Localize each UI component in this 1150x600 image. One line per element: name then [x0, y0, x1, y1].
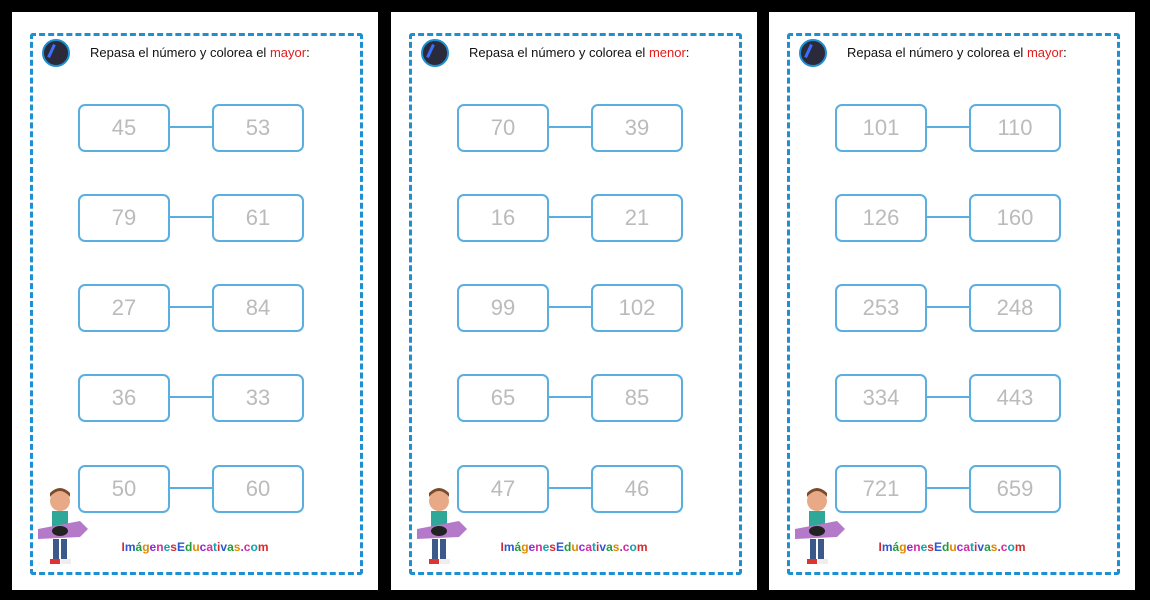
number-pair: 253 248 [835, 284, 1061, 332]
number-box-left[interactable]: 126 [835, 194, 927, 242]
number-pair: 70 39 [457, 104, 683, 152]
dashed-border [787, 33, 1120, 575]
number-pair: 334 443 [835, 374, 1061, 422]
number-box-right[interactable]: 85 [591, 374, 683, 422]
instruction-title: Repasa el número y colorea el mayor: [847, 45, 1067, 60]
worksheet-page: Repasa el número y colorea el mayor: 101… [769, 12, 1135, 590]
title-keyword: mayor [1026, 45, 1064, 60]
connector-line [548, 306, 591, 308]
number-pair: 27 84 [78, 284, 304, 332]
child-with-crayon-illustration [795, 487, 845, 567]
number-box-right[interactable]: 46 [591, 465, 683, 513]
logo-icon [421, 39, 449, 67]
number-box-left[interactable]: 47 [457, 465, 549, 513]
connector-line [169, 487, 212, 489]
number-box-right[interactable]: 53 [212, 104, 304, 152]
number-box-right[interactable]: 102 [591, 284, 683, 332]
number-pair: 99 102 [457, 284, 683, 332]
connector-line [926, 126, 969, 128]
connector-line [548, 487, 591, 489]
connector-line [548, 216, 591, 218]
dashed-border [409, 33, 742, 575]
connector-line [926, 216, 969, 218]
number-box-left[interactable]: 16 [457, 194, 549, 242]
connector-line [926, 396, 969, 398]
connector-line [926, 306, 969, 308]
child-with-crayon-illustration [417, 487, 467, 567]
logo-icon [799, 39, 827, 67]
number-box-right[interactable]: 39 [591, 104, 683, 152]
number-pair: 36 33 [78, 374, 304, 422]
title-keyword: mayor [269, 45, 307, 60]
worksheet-page: Repasa el número y colorea el menor: 70 … [391, 12, 757, 590]
number-box-left[interactable]: 79 [78, 194, 170, 242]
logo-icon [42, 39, 70, 67]
connector-line [169, 216, 212, 218]
number-box-right[interactable]: 33 [212, 374, 304, 422]
connector-line [926, 487, 969, 489]
number-pair: 47 46 [457, 465, 683, 513]
number-pair: 79 61 [78, 194, 304, 242]
number-box-left[interactable]: 101 [835, 104, 927, 152]
number-box-right[interactable]: 84 [212, 284, 304, 332]
number-pair: 16 21 [457, 194, 683, 242]
instruction-title: Repasa el número y colorea el mayor: [90, 45, 310, 60]
number-box-left[interactable]: 27 [78, 284, 170, 332]
number-box-right[interactable]: 61 [212, 194, 304, 242]
number-box-left[interactable]: 253 [835, 284, 927, 332]
number-box-right[interactable]: 21 [591, 194, 683, 242]
number-box-left[interactable]: 334 [835, 374, 927, 422]
number-box-left[interactable]: 36 [78, 374, 170, 422]
number-box-right[interactable]: 60 [212, 465, 304, 513]
number-pair: 65 85 [457, 374, 683, 422]
number-pair: 45 53 [78, 104, 304, 152]
number-pair: 101 110 [835, 104, 1061, 152]
connector-line [548, 126, 591, 128]
worksheet-page: Repasa el número y colorea el mayor: 45 … [12, 12, 378, 590]
number-box-right[interactable]: 443 [969, 374, 1061, 422]
number-box-left[interactable]: 99 [457, 284, 549, 332]
number-box-left[interactable]: 721 [835, 465, 927, 513]
instruction-title: Repasa el número y colorea el menor: [469, 45, 690, 60]
number-box-left[interactable]: 65 [457, 374, 549, 422]
title-keyword: menor [648, 45, 686, 60]
number-pair: 721 659 [835, 465, 1061, 513]
footer-brand: ImágenesEducativas.com [500, 540, 648, 554]
number-box-right[interactable]: 160 [969, 194, 1061, 242]
connector-line [548, 396, 591, 398]
number-box-right[interactable]: 659 [969, 465, 1061, 513]
footer-brand: ImágenesEducativas.com [878, 540, 1026, 554]
number-pair: 50 60 [78, 465, 304, 513]
connector-line [169, 126, 212, 128]
number-pair: 126 160 [835, 194, 1061, 242]
number-box-left[interactable]: 50 [78, 465, 170, 513]
number-box-left[interactable]: 70 [457, 104, 549, 152]
number-box-right[interactable]: 248 [969, 284, 1061, 332]
connector-line [169, 306, 212, 308]
number-box-left[interactable]: 45 [78, 104, 170, 152]
number-box-right[interactable]: 110 [969, 104, 1061, 152]
footer-brand: ImágenesEducativas.com [121, 540, 269, 554]
connector-line [169, 396, 212, 398]
dashed-border [30, 33, 363, 575]
child-with-crayon-illustration [38, 487, 88, 567]
